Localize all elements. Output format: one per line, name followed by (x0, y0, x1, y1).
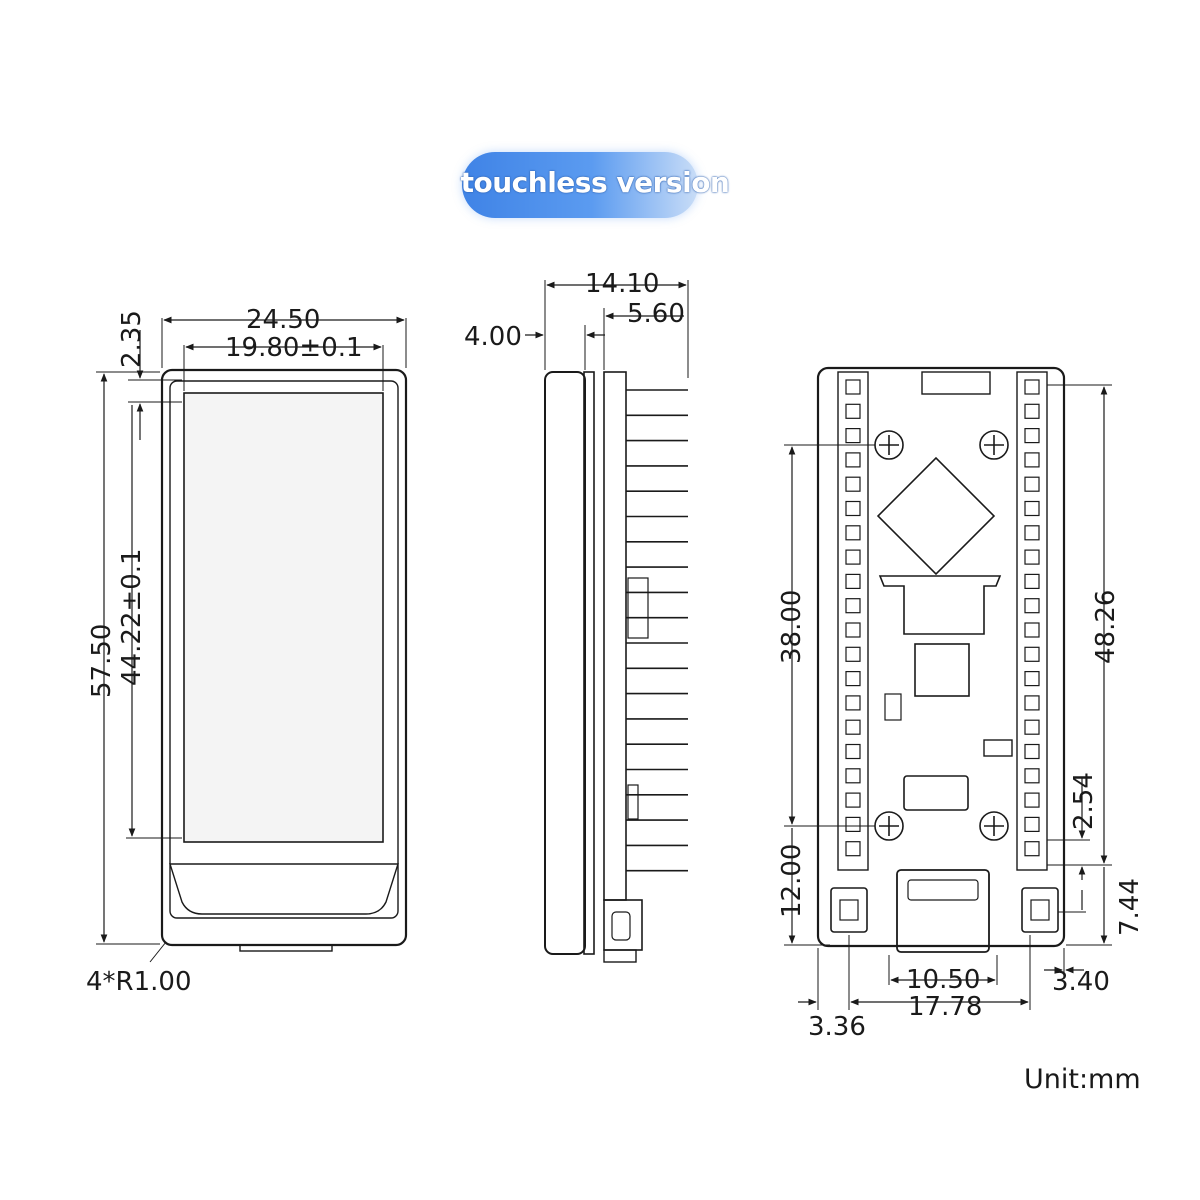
usb-c-inner (907, 879, 979, 901)
pin-pad (1024, 476, 1040, 492)
pin-pad (1024, 403, 1040, 419)
pin-pad (845, 549, 861, 565)
front-chin (169, 863, 399, 915)
button-right (1021, 887, 1059, 933)
back-view (784, 366, 1112, 1010)
pin-pad (1024, 500, 1040, 517)
side-component-small (627, 784, 639, 820)
pin-pad (1024, 768, 1040, 784)
dim-pin-pitch: 2.54 (1069, 772, 1099, 830)
dim-display-thickness: 4.00 (464, 322, 522, 352)
pin-pad (845, 525, 861, 541)
dim-button-offset-left: 3.36 (808, 1012, 866, 1042)
unit-label: Unit:mm (1024, 1064, 1141, 1095)
pin-pad (845, 428, 861, 444)
flash-chip (914, 643, 970, 697)
pin-pad (1024, 379, 1040, 395)
pin-pad (1024, 695, 1040, 711)
pin-pad (1024, 598, 1040, 614)
side-bottom-tab (603, 949, 637, 963)
side-pcb (583, 371, 595, 955)
mounting-hole-top-right (979, 430, 1009, 460)
side-header-pins (626, 389, 688, 872)
front-bezel (169, 380, 399, 919)
dim-corner-radius: 4*R1.00 (86, 967, 192, 997)
dim-height-display: 44.22±0.1 (117, 548, 147, 686)
pin-pad (845, 768, 861, 784)
pin-pad (845, 476, 861, 492)
pin-pad (845, 792, 861, 808)
dim-bottom-offset: 12.00 (777, 844, 807, 918)
pin-pad (845, 598, 861, 614)
pin-pad (845, 841, 861, 857)
front-bottom-connector (239, 944, 333, 952)
side-component (627, 577, 649, 639)
pin-pad (1024, 622, 1040, 638)
pin-pad (845, 816, 861, 833)
side-button (611, 911, 631, 941)
side-display-body (544, 371, 586, 955)
dim-button-spacing: 17.78 (908, 992, 982, 1022)
dim-width-display: 19.80±0.1 (225, 333, 363, 363)
pin-pad (1024, 573, 1040, 590)
pin-pad (1024, 428, 1040, 444)
dim-height-outer: 57.50 (87, 624, 117, 698)
top-connector (921, 371, 991, 395)
usb-c-port (896, 869, 990, 953)
version-badge (462, 152, 698, 218)
pin-pad (1024, 816, 1040, 833)
version-badge-label: touchless version (460, 166, 730, 199)
mounting-hole-bottom-right (979, 811, 1009, 841)
pin-pad (1024, 841, 1040, 857)
pin-pad (845, 500, 861, 517)
dim-header-depth: 5.60 (627, 299, 685, 329)
back-pcb-outline (816, 366, 1066, 948)
dim-pin-span: 48.26 (1091, 590, 1121, 664)
side-header-block (603, 371, 627, 901)
button-left (830, 887, 868, 933)
boot-button (884, 693, 902, 721)
pin-pad (1024, 670, 1040, 687)
dim-total-depth: 14.10 (585, 269, 659, 299)
pin-pad (1024, 719, 1040, 735)
dim-hole-spacing: 38.00 (777, 590, 807, 664)
rf-shield (878, 575, 1002, 635)
dim-edge-offset-right: 7.44 (1115, 878, 1145, 936)
front-view (96, 316, 408, 963)
battery-connector (903, 775, 969, 811)
pin-pad (845, 670, 861, 687)
dim-usb-width: 10.50 (906, 965, 980, 995)
pin-pad (1024, 792, 1040, 808)
pin-pad (845, 622, 861, 638)
right-pin-header (1016, 371, 1048, 871)
dim-top-offset: 2.35 (117, 310, 147, 368)
side-usb-block (603, 899, 643, 951)
pin-pad (1024, 549, 1040, 565)
pin-pad (845, 452, 861, 468)
pin-pad (845, 646, 861, 662)
pin-pad (845, 379, 861, 395)
pin-pad (845, 743, 861, 760)
pin-pad (1024, 452, 1040, 468)
pin-pads (845, 379, 1040, 857)
pin-pad (1024, 743, 1040, 760)
pin-pad (845, 719, 861, 735)
smd-component (983, 739, 1013, 757)
pin-pad (845, 403, 861, 419)
pin-pad (845, 695, 861, 711)
pin-pad (1024, 525, 1040, 541)
front-display-area (183, 392, 384, 843)
dim-width-outer: 24.50 (246, 305, 320, 335)
mcu-chip (876, 456, 996, 576)
side-view (525, 280, 689, 963)
left-pin-header (837, 371, 869, 871)
pin-pad (1024, 646, 1040, 662)
pin-pad (845, 573, 861, 590)
dim-button-offset-right: 3.40 (1052, 967, 1110, 997)
